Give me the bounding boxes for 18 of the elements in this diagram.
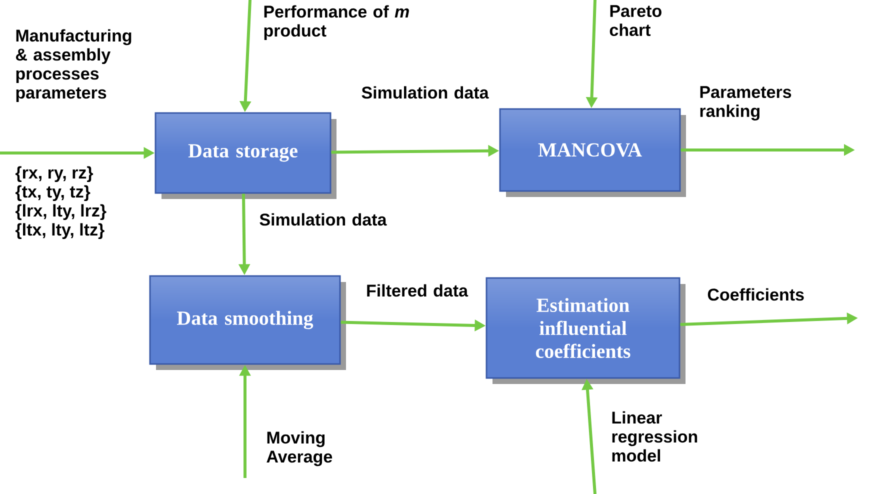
process-box: Data smoothing [149,275,346,370]
parameter-label: {rx, ry, rz} [15,166,94,182]
edge-label: Manufacturing & assembly processes parameters [16,29,132,102]
edge-label: Simulation data [260,213,387,226]
parameter-label: {tx, ty, tz} [15,185,90,202]
edge-label: Coefficients [708,288,804,301]
process-box: Estimation influential coefficients [486,277,686,384]
edge-label: Pareto chart [610,5,662,36]
process-box: Data storage [154,112,336,199]
parameter-label: {ltx, lty, ltz} [15,223,104,240]
edge-label: Filtered data [367,284,468,297]
process-box: MANCOVA [499,108,686,197]
parameter-label: {lrx, lty, lrz} [15,204,106,220]
edge-label: Linear regression model [612,411,698,462]
edge-label: Moving Average [266,431,332,466]
edge-label: Performance of m product [264,5,409,40]
edge-label: Simulation data [362,86,489,99]
edge-label: Parameters ranking [700,86,792,120]
